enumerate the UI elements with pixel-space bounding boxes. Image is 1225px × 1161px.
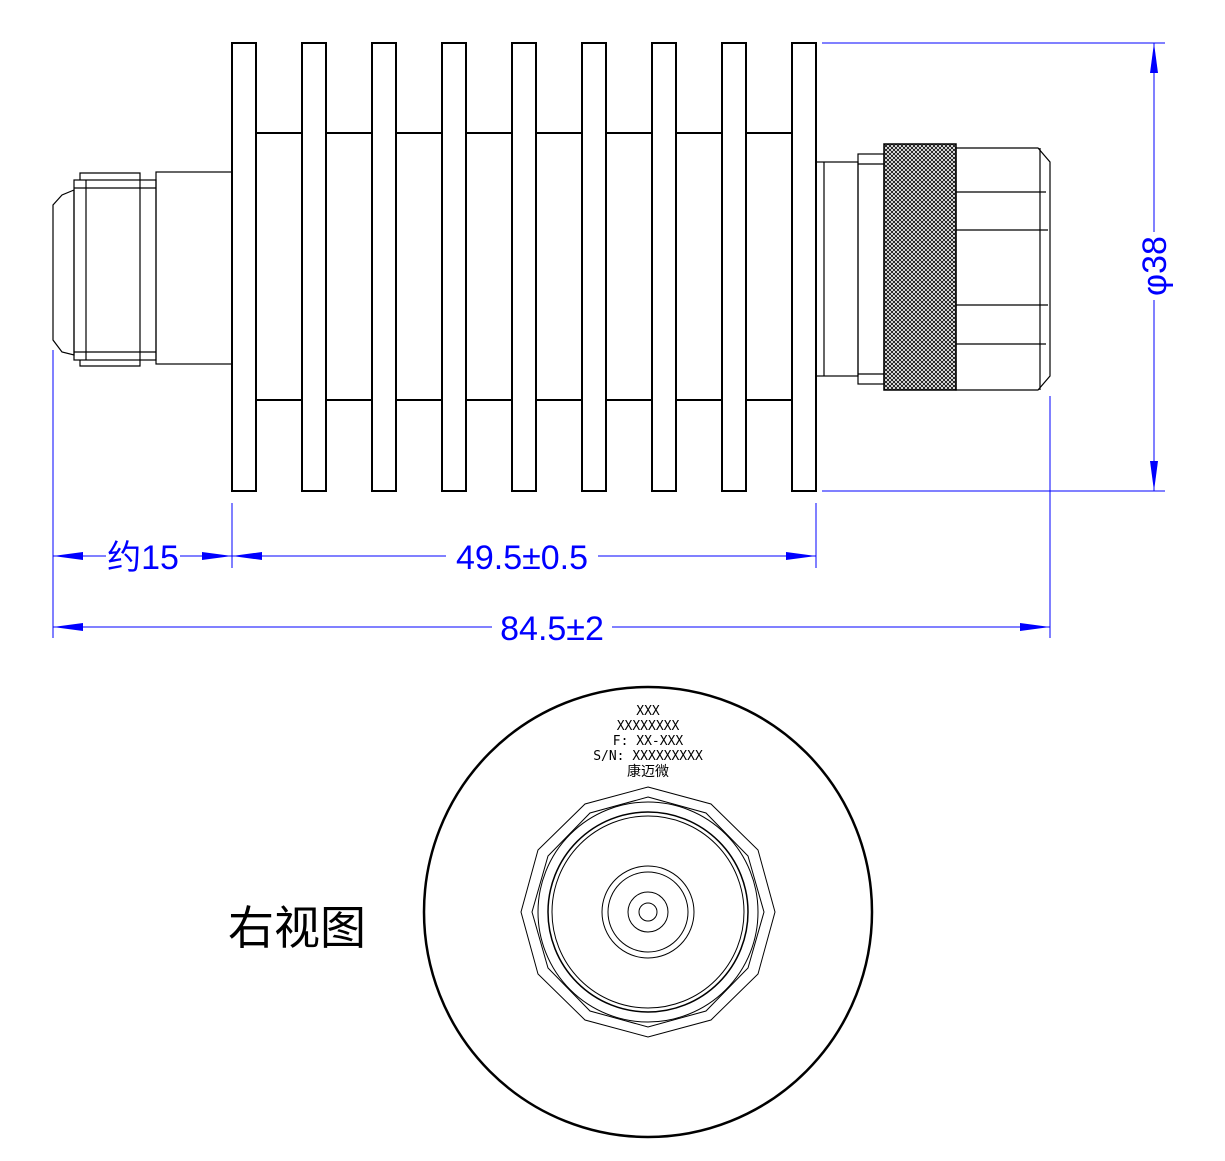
- marking-line: F: XX-XXX: [613, 734, 684, 749]
- left-connector: [52, 171, 233, 367]
- fin: [301, 42, 327, 492]
- marking-line: XXXXXXXX: [617, 719, 680, 734]
- total-length-label: 84.5±2: [500, 610, 604, 648]
- diameter-label: φ38: [1136, 236, 1174, 296]
- hex-nut-inner: [531, 796, 765, 1028]
- heatsink-fins: [231, 42, 817, 492]
- fin: [721, 42, 747, 492]
- fin: [511, 42, 537, 492]
- hex-nut-outer: [520, 786, 776, 1038]
- fin: [651, 42, 677, 492]
- marking-line: 康迈微: [627, 763, 669, 780]
- nut-circle: [547, 811, 749, 1013]
- pin-ring: [627, 891, 669, 933]
- body-length-label: 49.5±0.5: [456, 539, 588, 577]
- marking-line: S/N: XXXXXXXXX: [593, 749, 703, 764]
- fin: [441, 42, 467, 492]
- nut-circle: [551, 815, 745, 1009]
- nut-circle: [537, 801, 759, 1023]
- hex-nut-icon: [955, 147, 1051, 391]
- fin: [791, 42, 817, 492]
- marking-line: XXX: [636, 704, 660, 719]
- connector-length-label: 约15: [107, 539, 179, 577]
- outer-body-circle: [422, 685, 874, 1139]
- dielectric-circle: [607, 871, 689, 953]
- fin: [581, 42, 607, 492]
- fin: [231, 42, 257, 492]
- dimension-labels: φ38 约15 49.5±0.5 84.5±2: [107, 236, 1174, 648]
- side-view: [52, 42, 1051, 492]
- knurled-nut: [883, 143, 957, 391]
- right-connector: [815, 143, 1051, 391]
- dielectric-circle: [601, 865, 695, 959]
- fin: [371, 42, 397, 492]
- markings: XXX XXXXXXXX F: XX-XXX S/N: XXXXXXXXX 康迈…: [593, 704, 703, 780]
- dimension-lines: [52, 42, 1165, 638]
- right-view: XXX XXXXXXXX F: XX-XXX S/N: XXXXXXXXX 康迈…: [422, 685, 874, 1139]
- view-title: 右视图: [228, 903, 366, 954]
- center-pin: [638, 902, 658, 922]
